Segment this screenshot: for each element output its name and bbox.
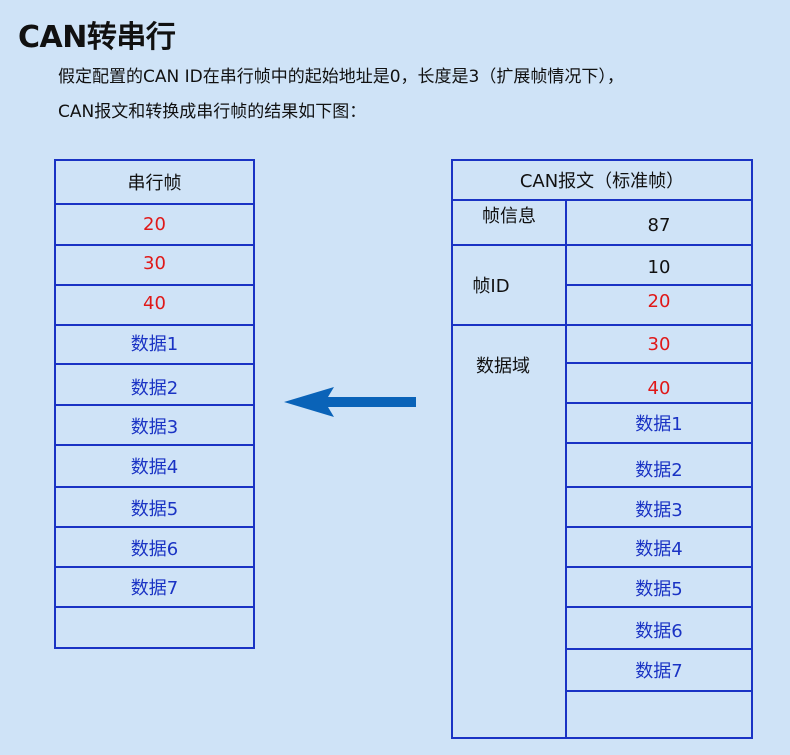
serial-row: 数据5 — [130, 499, 179, 520]
frame-info-value: 87 — [647, 214, 671, 236]
can-frame-header: CAN报文（标准帧） — [519, 171, 685, 192]
data-field-value: 数据5 — [635, 579, 683, 600]
serial-row: 数据6 — [130, 539, 179, 560]
data-field-value: 数据2 — [635, 460, 683, 481]
serial-row: 数据4 — [130, 457, 179, 478]
data-field-value: 数据3 — [635, 500, 683, 521]
serial-row: 数据7 — [130, 578, 179, 599]
frame-id-label: 帧ID — [472, 276, 510, 297]
frame-info-label: 帧信息 — [482, 206, 536, 227]
description-line-1: 假定配置的CAN ID在串行帧中的起始地址是0，长度是3（扩展帧情况下）， — [58, 67, 624, 87]
frame-id-value: 10 — [647, 256, 671, 278]
data-field-value: 数据6 — [635, 621, 683, 642]
arrow-left-icon — [284, 387, 416, 417]
data-field-value: 数据4 — [635, 539, 683, 560]
page-title: CAN转串行 — [18, 20, 176, 55]
serial-row: 20 — [143, 214, 166, 235]
serial-row: 数据1 — [130, 334, 179, 355]
serial-frame-header: 串行帧 — [127, 173, 182, 194]
data-field-label: 数据域 — [476, 356, 530, 377]
serial-row: 30 — [143, 252, 166, 274]
can-frame-table — [451, 159, 753, 739]
data-field-value: 数据7 — [635, 661, 683, 682]
data-field-value: 数据1 — [635, 414, 683, 435]
serial-row: 40 — [143, 292, 166, 314]
data-field-value: 30 — [647, 333, 671, 355]
serial-row: 数据3 — [130, 417, 179, 438]
description-line-2: CAN报文和转换成串行帧的结果如下图： — [58, 102, 367, 122]
data-field-value: 40 — [647, 377, 671, 399]
serial-row — [56, 608, 253, 646]
frame-id-value: 20 — [647, 290, 671, 312]
serial-row: 数据2 — [130, 378, 179, 399]
data-field-value — [567, 692, 751, 737]
